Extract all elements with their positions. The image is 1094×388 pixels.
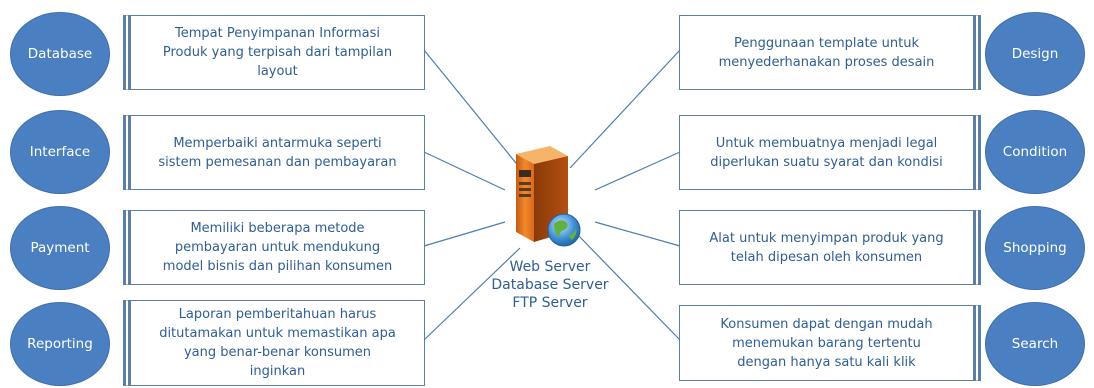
node-search-label: Search xyxy=(1011,336,1059,352)
desc-shopping-text: Alat untuk menyimpan produk yang telah d… xyxy=(709,230,944,265)
connector-interface xyxy=(423,151,506,191)
desc-database: Tempat Penyimpanan Informasi Produk yang… xyxy=(123,15,425,90)
node-shopping: Shopping xyxy=(985,206,1085,290)
node-interface: Interface xyxy=(10,110,110,194)
node-database: Database xyxy=(10,12,110,96)
node-database-label: Database xyxy=(27,46,93,62)
connector-database xyxy=(423,49,521,169)
node-condition: Condition xyxy=(985,110,1085,194)
node-reporting-label: Reporting xyxy=(27,336,93,352)
server-globe-icon xyxy=(516,146,581,247)
node-search: Search xyxy=(985,302,1085,386)
connector-payment xyxy=(423,221,506,247)
desc-condition: Untuk membuatnya menjadi legal diperluka… xyxy=(679,115,981,190)
desc-payment: Memiliki beberapa metode pembayaran untu… xyxy=(123,210,425,285)
node-payment: Payment xyxy=(10,206,110,290)
desc-interface-text: Memperbaiki antarmuka seperti sistem pem… xyxy=(158,135,397,170)
node-design-label: Design xyxy=(1011,46,1059,62)
node-interface-label: Interface xyxy=(29,144,91,160)
connector-reporting xyxy=(423,247,521,341)
desc-search-text: Konsumen dapat dengan mudah menemukan ba… xyxy=(720,316,933,370)
node-shopping-label: Shopping xyxy=(1003,240,1067,256)
connector-search xyxy=(574,231,681,341)
center-label: Web Server Database Server FTP Server xyxy=(491,259,609,311)
desc-reporting: Laporan pemberitahuan harus ditutamakan … xyxy=(123,300,425,386)
desc-design-text: Penggunaan template untuk menyederhanaka… xyxy=(718,35,935,70)
connector-shopping xyxy=(594,221,681,247)
connector-design xyxy=(569,49,681,169)
node-design: Design xyxy=(985,12,1085,96)
connector-condition xyxy=(594,151,681,191)
node-condition-label: Condition xyxy=(1002,144,1068,160)
desc-design: Penggunaan template untuk menyederhanaka… xyxy=(679,15,981,90)
node-payment-label: Payment xyxy=(30,240,90,256)
desc-interface: Memperbaiki antarmuka seperti sistem pem… xyxy=(123,115,425,190)
desc-payment-text: Memiliki beberapa metode pembayaran untu… xyxy=(162,221,393,274)
desc-search: Konsumen dapat dengan mudah menemukan ba… xyxy=(679,305,981,381)
desc-database-text: Tempat Penyimpanan Informasi Produk yang… xyxy=(162,26,393,79)
desc-shopping: Alat untuk menyimpan produk yang telah d… xyxy=(679,210,981,285)
desc-reporting-text: Laporan pemberitahuan harus ditutamakan … xyxy=(159,307,396,379)
desc-condition-text: Untuk membuatnya menjadi legal diperluka… xyxy=(710,135,943,170)
node-reporting: Reporting xyxy=(10,302,110,386)
